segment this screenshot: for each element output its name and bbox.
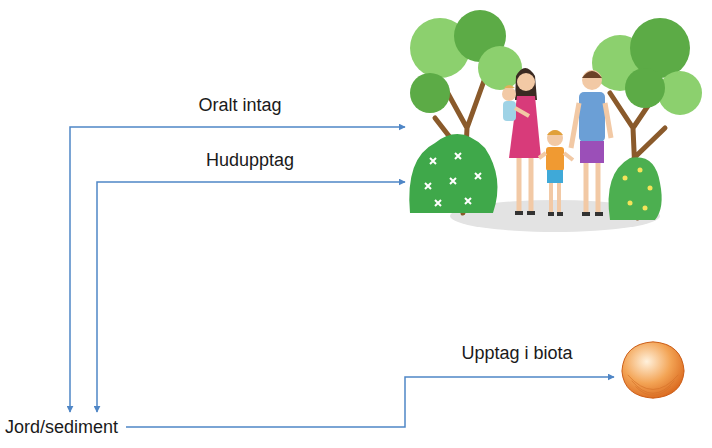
flow-arrow — [97, 182, 405, 412]
shell-node — [614, 336, 692, 404]
family-node — [405, 8, 705, 233]
edge-label: Hudupptag — [203, 149, 297, 171]
edge-label: Oralt intag — [195, 94, 284, 116]
flow-arrow — [70, 127, 405, 412]
node-text: Jord/sediment — [5, 416, 121, 438]
source-label-node: Jord/sediment — [5, 416, 121, 438]
shell-illustration — [614, 336, 692, 404]
family-illustration — [405, 8, 705, 233]
edge-label: Upptag i biota — [458, 342, 575, 364]
flow-arrow — [126, 377, 614, 427]
